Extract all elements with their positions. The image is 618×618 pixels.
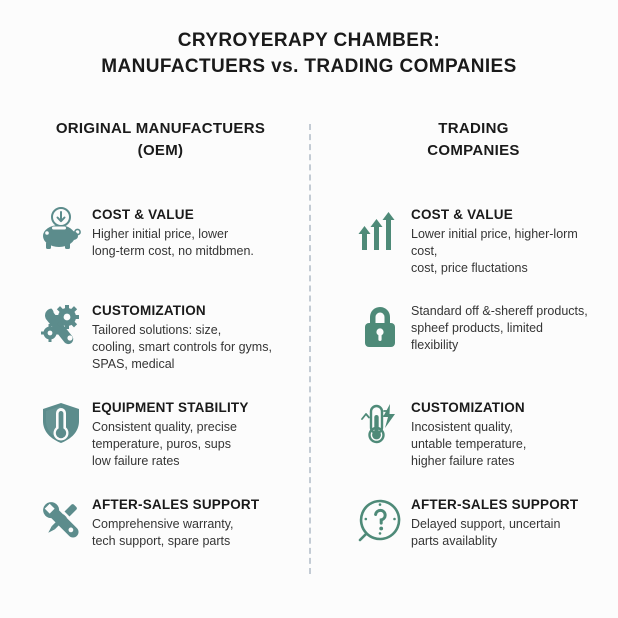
- page-title: CRYROYERAPY CHAMBER: MANUFACTUERS vs. TR…: [0, 0, 618, 80]
- list-item-heading: AFTER-SALES SUPPORT: [411, 497, 579, 512]
- left-column-header: ORIGINAL MANUFACTUERS (OEM): [34, 118, 287, 162]
- list-item: Standard off &-shereff products, spheef …: [353, 301, 594, 373]
- piggy-bank-icon: [34, 204, 88, 262]
- padlock-icon: [353, 301, 407, 359]
- list-item-heading: COST & VALUE: [411, 207, 513, 222]
- left-column-header-line-1: ORIGINAL MANUFACTUERS: [55, 120, 266, 137]
- right-column-header-line-2: COMPANIES: [427, 142, 520, 159]
- right-column-header: TRADING COMPANIES: [353, 118, 594, 162]
- list-item-text: COST & VALUE Lower initial price, higher…: [407, 204, 594, 277]
- list-item: COST & VALUE Higher initial price, lower…: [34, 204, 287, 276]
- list-item: AFTER-SALES SUPPORT Delayed support, unc…: [353, 494, 594, 566]
- left-column-items: COST & VALUE Higher initial price, lower…: [34, 204, 287, 566]
- list-item-body: Higher initial price, lower long-term co…: [92, 227, 254, 258]
- right-column-header-line-1: TRADING: [438, 120, 509, 137]
- list-item-body: Incosistent quality, untable temperature…: [411, 420, 527, 468]
- column-original-manufacturers: ORIGINAL MANUFACTUERS (OEM): [0, 118, 309, 590]
- list-item-text: COST & VALUE Higher initial price, lower…: [88, 204, 254, 260]
- comparison-columns: ORIGINAL MANUFACTUERS (OEM): [0, 118, 618, 590]
- rising-bars-arrows-icon: [353, 204, 407, 262]
- column-divider: [309, 124, 311, 574]
- wrench-gears-icon: [34, 300, 88, 358]
- list-item-text: CUSTOMIZATION Incosistent quality, untab…: [407, 397, 526, 470]
- thermometer-bolt-icon: [353, 397, 407, 455]
- title-line-1: CRYROYERAPY CHAMBER:: [177, 30, 441, 51]
- list-item-text: AFTER-SALES SUPPORT Comprehensive warran…: [88, 494, 259, 550]
- list-item-heading: EQUIPMENT STABILITY: [92, 400, 249, 415]
- list-item-heading: AFTER-SALES SUPPORT: [92, 497, 260, 512]
- right-column-items: COST & VALUE Lower initial price, higher…: [353, 204, 594, 566]
- list-item-heading: CUSTOMIZATION: [411, 400, 525, 415]
- column-trading-companies: TRADING COMPANIES COST & VALUE: [309, 118, 618, 590]
- left-column-header-line-2: (OEM): [137, 142, 184, 159]
- list-item: EQUIPMENT STABILITY Consistent quality, …: [34, 397, 287, 470]
- list-item-text: AFTER-SALES SUPPORT Delayed support, unc…: [407, 494, 578, 550]
- list-item-body: Lower initial price, higher-lorm cost, c…: [411, 227, 578, 275]
- list-item-body: Tailored solutions: size, cooling, smart…: [92, 323, 272, 371]
- list-item-heading: CUSTOMIZATION: [92, 303, 206, 318]
- list-item-heading: COST & VALUE: [92, 207, 194, 222]
- list-item-body: Consistent quality, precise temperature,…: [92, 420, 237, 468]
- list-item-text: EQUIPMENT STABILITY Consistent quality, …: [88, 397, 249, 470]
- list-item-body: Delayed support, uncertain parts availab…: [411, 517, 561, 548]
- list-item-text: CUSTOMIZATION Tailored solutions: size, …: [88, 300, 272, 373]
- title-line-2: MANUFACTUERS vs. TRADING COMPANIES: [101, 56, 517, 77]
- list-item: CUSTOMIZATION Tailored solutions: size, …: [34, 300, 287, 373]
- list-item: AFTER-SALES SUPPORT Comprehensive warran…: [34, 494, 287, 566]
- wrench-screwdriver-icon: [34, 494, 88, 552]
- list-item-text: Standard off &-shereff products, spheef …: [407, 301, 588, 354]
- list-item: CUSTOMIZATION Incosistent quality, untab…: [353, 397, 594, 470]
- list-item: COST & VALUE Lower initial price, higher…: [353, 204, 594, 277]
- thermometer-shield-icon: [34, 397, 88, 455]
- list-item-body: Standard off &-shereff products, spheef …: [411, 304, 588, 352]
- question-bubble-icon: [353, 494, 407, 552]
- list-item-body: Comprehensive warranty, tech support, sp…: [92, 517, 234, 548]
